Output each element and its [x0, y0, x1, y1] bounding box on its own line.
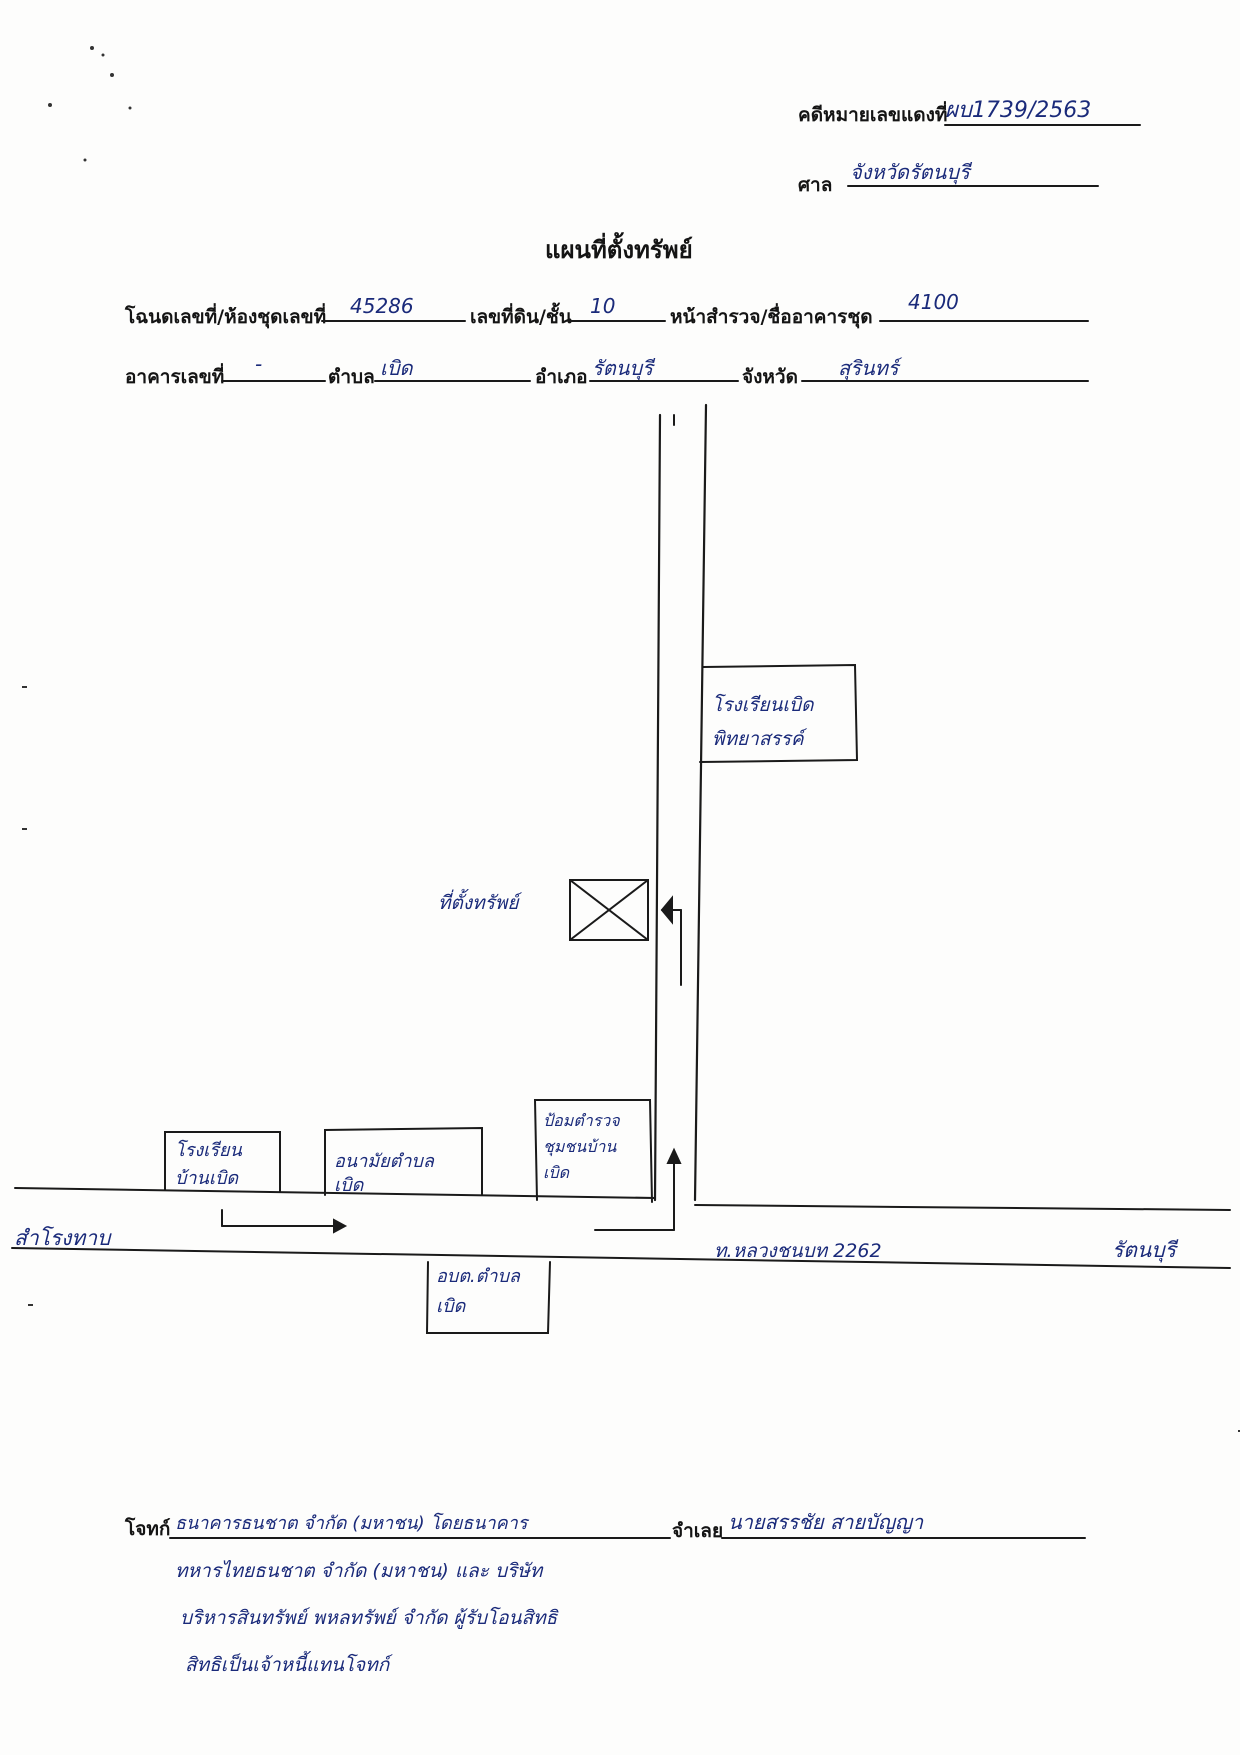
defendant-value: นายสรรชัย สายบัญญา: [728, 1510, 924, 1534]
plaintiff-line-2: ทหารไทยธนชาต จำกัด (มหาชน) และ บริษัท: [175, 1560, 543, 1582]
building-number-value: -: [255, 352, 263, 376]
police-box-label: ป้อมตำรวจ ชุมชนบ้าน เบิด: [543, 1108, 620, 1186]
deed-number-value: 45286: [350, 294, 414, 318]
building-number-label: อาคารเลขที่: [125, 366, 225, 388]
plaintiff-label: โจทก์: [125, 1518, 171, 1540]
school-north-line-2: พิทยาสรรค์: [712, 728, 804, 750]
survey-value: 4100: [908, 290, 959, 314]
province-label: จังหวัด: [742, 366, 798, 388]
school-north-line-1: โรงเรียนเบิด: [712, 694, 814, 716]
police-box-line-3: เบิด: [543, 1163, 570, 1182]
defendant-label: จำเลย: [672, 1520, 724, 1542]
province-value: สุรินทร์: [838, 356, 899, 380]
school-south-label: โรงเรียน บ้านเบิด: [175, 1137, 242, 1193]
plaintiff-line-3: บริหารสินทรัพย์ พหลทรัพย์ จำกัด ผู้รับโอ…: [180, 1607, 558, 1629]
land-number-label: เลขที่ดิน/ชั้น: [470, 306, 572, 328]
case-number-value: ผบ1739/2563: [945, 98, 1092, 123]
school-south-line-2: บ้านเบิด: [175, 1168, 239, 1189]
road-west-label: สำโรงทาบ: [14, 1226, 111, 1250]
tao-office-line-2: เบิด: [436, 1296, 466, 1317]
tao-office-label: อบต.ตำบล เบิด: [436, 1262, 520, 1322]
road-east-label: รัตนบุรี: [1112, 1238, 1176, 1262]
survey-label: หน้าสำรวจ/ชื่ออาคารชุด: [670, 306, 873, 328]
school-north-label: โรงเรียนเบิด พิทยาสรรค์: [712, 688, 813, 756]
health-center-label: อนามัยตำบล เบิด: [334, 1150, 434, 1198]
police-box-line-1: ป้อมตำรวจ: [543, 1111, 620, 1130]
highway-label: ท.หลวงชนบท 2262: [714, 1240, 882, 1262]
health-center-line-2: เบิด: [334, 1175, 364, 1196]
police-box-line-2: ชุมชนบ้าน: [543, 1137, 617, 1156]
district-label: อำเภอ: [535, 366, 588, 388]
health-center-line-1: อนามัยตำบล: [334, 1151, 434, 1172]
page-title: แผนที่ตั้งทรัพย์: [545, 235, 693, 264]
land-number-value: 10: [590, 294, 616, 318]
deed-number-label: โฉนดเลขที่/ห้องชุดเลขที่: [125, 306, 327, 328]
school-south-line-1: โรงเรียน: [175, 1140, 242, 1161]
plaintiff-line-1: ธนาคารธนชาต จำกัด (มหาชน) โดยธนาคาร: [175, 1513, 528, 1534]
court-label: ศาล: [798, 174, 833, 196]
property-location-label: ที่ตั้งทรัพย์: [438, 892, 519, 914]
plaintiff-line-4: สิทธิเป็นเจ้าหนี้แทนโจทก์: [185, 1654, 390, 1676]
subdistrict-value: เบิด: [380, 356, 413, 380]
subdistrict-label: ตำบล: [328, 366, 375, 388]
court-value: จังหวัดรัตนบุรี: [850, 160, 970, 184]
tao-office-line-1: อบต.ตำบล: [436, 1266, 520, 1287]
district-value: รัตนบุรี: [592, 356, 653, 380]
case-number-label: คดีหมายเลขแดงที่: [798, 104, 948, 126]
